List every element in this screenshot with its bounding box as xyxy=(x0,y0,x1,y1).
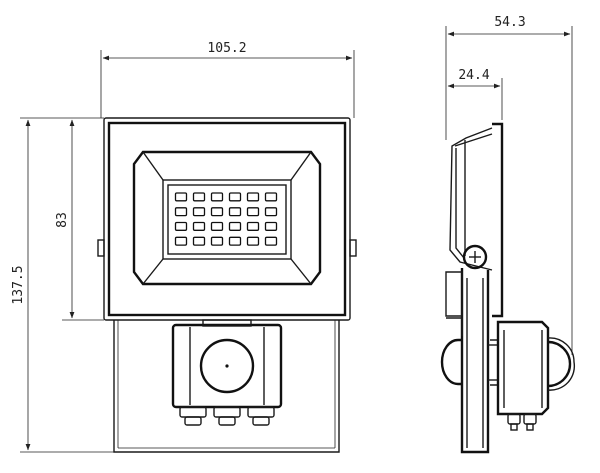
led-chip xyxy=(228,221,242,231)
led-chip xyxy=(210,192,224,202)
led-chip xyxy=(210,221,224,231)
led-chip xyxy=(228,236,242,246)
led-chip xyxy=(228,207,242,217)
height-total-label: 137.5 xyxy=(11,265,26,304)
led-chip xyxy=(174,236,188,246)
led-chip xyxy=(228,192,242,202)
led-chip xyxy=(174,207,188,217)
side-view: 54.3 24.4 xyxy=(440,15,576,454)
width-dimension-label: 105.2 xyxy=(207,41,246,56)
pir-sensor-mount xyxy=(202,319,252,327)
led-chip xyxy=(192,207,206,217)
led-chip xyxy=(192,192,206,202)
led-chip xyxy=(246,236,260,246)
led-chip xyxy=(246,192,260,202)
adjustment-knobs xyxy=(179,406,275,426)
led-chip xyxy=(174,221,188,231)
side-knobs xyxy=(507,413,537,431)
front-view: 105.2 137.5 83 xyxy=(11,41,357,453)
led-panel-frame xyxy=(162,179,292,260)
led-chip xyxy=(246,221,260,231)
bracket-plate xyxy=(113,320,340,453)
pir-sensor-center xyxy=(225,364,229,368)
depth-total-label: 54.3 xyxy=(494,15,525,30)
pivot-screw xyxy=(462,244,488,270)
side-knob xyxy=(440,338,462,386)
bracket-arm xyxy=(460,268,490,454)
right-mount-tab xyxy=(349,239,357,257)
pir-sensor-lens xyxy=(199,338,255,394)
led-grid xyxy=(174,192,278,246)
led-chip xyxy=(174,192,188,202)
body-height-label: 83 xyxy=(55,212,70,228)
led-chip xyxy=(264,207,278,217)
led-chip xyxy=(246,207,260,217)
depth-body-label: 24.4 xyxy=(458,68,489,83)
reflector-outer xyxy=(132,150,322,286)
led-chip xyxy=(210,207,224,217)
pir-side-housing xyxy=(496,320,550,416)
led-chip xyxy=(264,192,278,202)
led-chip xyxy=(192,236,206,246)
bracket-hinge xyxy=(445,271,463,317)
pir-side-lens xyxy=(547,340,572,388)
left-mount-tab xyxy=(97,239,105,257)
led-chip xyxy=(264,236,278,246)
led-chip xyxy=(210,236,224,246)
led-panel xyxy=(167,184,287,255)
housing-outer xyxy=(103,117,351,321)
housing-inner xyxy=(107,121,347,317)
led-chip xyxy=(264,221,278,231)
led-chip xyxy=(192,221,206,231)
front-glass-edge xyxy=(492,122,504,318)
